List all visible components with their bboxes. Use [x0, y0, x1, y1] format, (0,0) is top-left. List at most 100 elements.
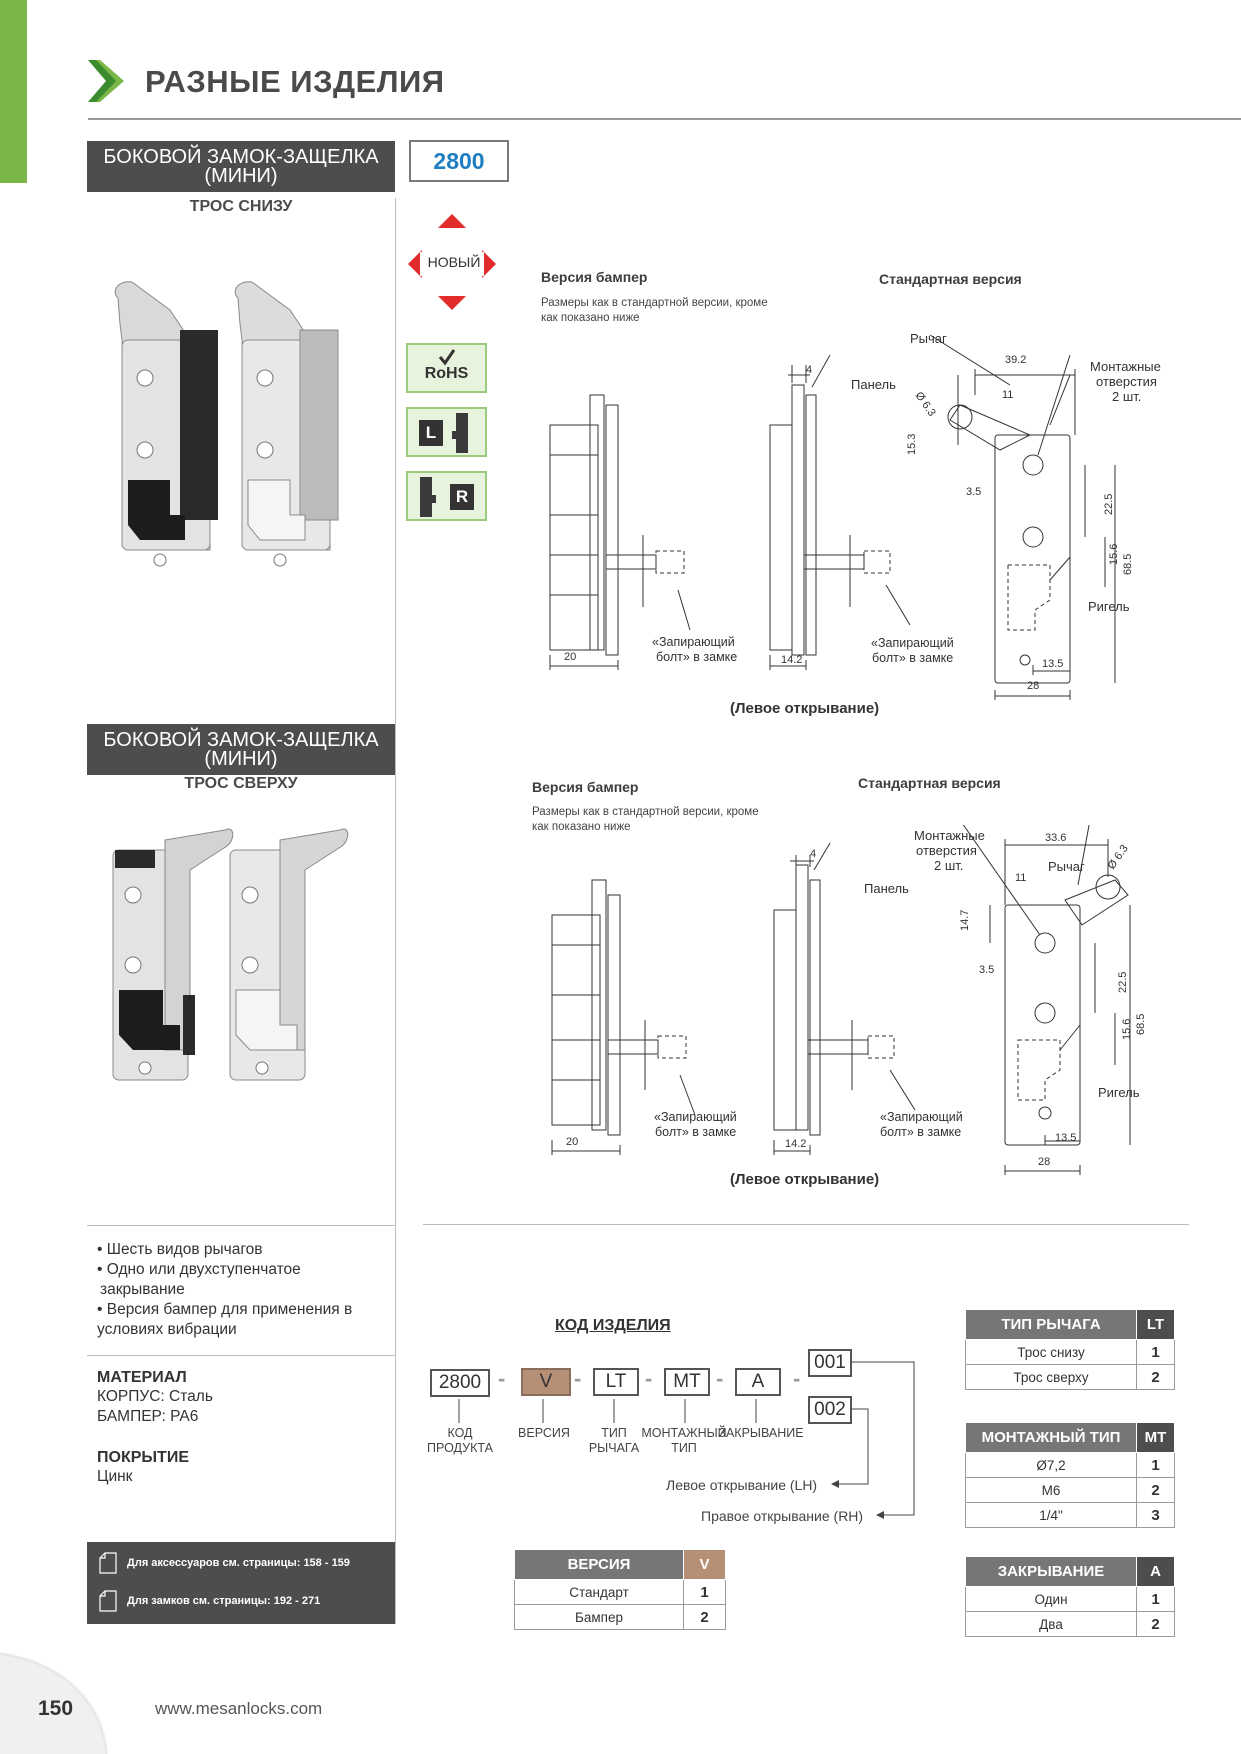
- version-table-code: V: [683, 1549, 726, 1580]
- table-cell: Ø7,2: [965, 1452, 1137, 1478]
- d1-dim-28: 28: [1027, 680, 1039, 692]
- d1-dim-39-2: 39.2: [1005, 354, 1026, 366]
- table-row: Трос сверху 2: [965, 1364, 1175, 1390]
- closing-table: ЗАКРЫВАНИЕ A Один 1 Два 2: [965, 1556, 1175, 1637]
- d1-bolt2-line1: «Запирающий: [871, 636, 954, 650]
- table-cell: M6: [965, 1477, 1137, 1503]
- table-cell: 3: [1136, 1502, 1175, 1528]
- product-1-title: БОКОВОЙ ЗАМОК-ЗАЩЕЛКА (МИНИ): [87, 141, 395, 192]
- d2-dim-3-5: 3.5: [979, 964, 994, 976]
- material-bumper: БАМПЕР: PA6: [97, 1408, 199, 1425]
- table-cell: Бампер: [514, 1604, 684, 1630]
- table-cell: Трос сверху: [965, 1364, 1137, 1390]
- version-table-head: ВЕРСИЯ: [514, 1549, 684, 1580]
- left-hand-badge: L: [406, 407, 487, 457]
- table-cell: 1: [1136, 1586, 1175, 1612]
- code-label-version: ВЕРСИЯ: [518, 1426, 570, 1440]
- d1-dim-68-5: 68.5: [1122, 554, 1134, 575]
- left-opening-label: Левое открывание (LH): [666, 1477, 818, 1493]
- code-label-closing: ЗАКРЫВАНИЕ: [718, 1426, 804, 1440]
- page-icon: [99, 1552, 117, 1574]
- d1-mount-line2: отверстия: [1096, 374, 1157, 389]
- d1-lever: Рычаг: [910, 331, 947, 346]
- drawing1-technical: 20 14.2 4 Панель «Запирающий болт» в зам…: [549, 331, 1161, 700]
- code-lever-cell: LT: [593, 1368, 639, 1396]
- code-dash: -: [793, 1366, 801, 1391]
- version-table: ВЕРСИЯ V Стандарт 1 Бампер 2: [514, 1549, 726, 1630]
- footer-url[interactable]: www.mesanlocks.com: [155, 1699, 323, 1718]
- table-cell: Два: [965, 1611, 1137, 1637]
- order-code-connectors: [458, 1361, 915, 1519]
- product-1-photo: [114, 281, 339, 567]
- page-corner-curve: [0, 1652, 108, 1754]
- arrow-left-icon: [831, 1480, 839, 1488]
- table-row: Стандарт 1: [514, 1579, 726, 1605]
- d2-bolt2-line1: «Запирающий: [880, 1110, 963, 1124]
- d1-bolt-line1: «Запирающий: [652, 635, 735, 649]
- product-2-subtitle: ТРОС СВЕРХУ: [184, 775, 298, 792]
- code-label-product: КОД ПРОДУКТА: [420, 1426, 500, 1456]
- page-number: 150: [38, 1697, 74, 1720]
- coating-value: Цинк: [97, 1468, 133, 1485]
- code-version-cell: V: [521, 1368, 571, 1396]
- lever-table: ТИП РЫЧАГА LT Трос снизу 1 Трос сверху 2: [965, 1309, 1175, 1390]
- closing-table-code: A: [1136, 1556, 1175, 1587]
- d1-dim-20: 20: [564, 651, 576, 663]
- drawing2-note-line2: как показано ниже: [532, 821, 631, 833]
- d2-dim-22-5: 22.5: [1117, 972, 1129, 993]
- d2-dim-28: 28: [1038, 1156, 1050, 1168]
- drawing1-standard-title: Стандартная версия: [879, 271, 1022, 287]
- table-row: Один 1: [965, 1586, 1175, 1612]
- code-rh-cell: 002: [808, 1396, 852, 1424]
- accent-bar: [0, 0, 27, 183]
- d2-dim-68-5: 68.5: [1135, 1014, 1147, 1035]
- d2-mount-line1: Монтажные: [914, 828, 985, 843]
- table-cell: 2: [683, 1604, 726, 1630]
- table-cell: 2: [1136, 1477, 1175, 1503]
- rohs-label: RoHS: [424, 365, 469, 382]
- drawing2-bumper-title: Версия бампер: [532, 779, 639, 795]
- product-2-photo: [112, 828, 349, 1081]
- right-hand-badge: R: [406, 471, 487, 521]
- chevron-icon: [88, 60, 124, 102]
- table-row: 1/4" 3: [965, 1502, 1175, 1528]
- table-cell: 2: [1136, 1364, 1175, 1390]
- d1-dim-15-6: 15.6: [1108, 544, 1120, 565]
- feature-item: • Версия бампер для применения в: [97, 1301, 353, 1318]
- d1-dim-d6-3: Ø 6.3: [913, 390, 938, 419]
- locks-text: Для замков см. страницы: 192 - 271: [127, 1595, 321, 1607]
- features-divider: [87, 1225, 395, 1226]
- d2-rigel: Ригель: [1098, 1085, 1140, 1100]
- d2-bolt-line2: болт» в замке: [655, 1125, 736, 1139]
- product-code-box: 2800: [409, 140, 509, 182]
- left-hand-label: L: [419, 420, 443, 446]
- product-1-title-line1: БОКОВОЙ ЗАМОК-ЗАЩЕЛКА: [103, 146, 379, 168]
- order-divider: [423, 1224, 1189, 1225]
- code-product-cell: 2800: [430, 1369, 490, 1397]
- code-label-lever: ТИП РЫЧАГА: [574, 1426, 654, 1456]
- d1-bolt2-line2: болт» в замке: [872, 651, 953, 665]
- locks-link[interactable]: Для замков см. страницы: 192 - 271: [99, 1590, 320, 1612]
- code-label-product-line1: КОД: [447, 1426, 473, 1440]
- feature-item: • Одно или двухступенчатое: [97, 1261, 301, 1278]
- d1-dim-15-3: 15.3: [906, 434, 918, 455]
- code-label-mount: МОНТАЖНЫЙ ТИП: [636, 1426, 732, 1456]
- d2-dim-13-5: 13.5: [1055, 1132, 1076, 1144]
- d2-dim-4: 4: [810, 848, 816, 860]
- d1-dim-11: 11: [1002, 389, 1013, 401]
- material-divider: [87, 1355, 395, 1356]
- d2-mount-line3: 2 шт.: [934, 858, 963, 873]
- page-icon: [99, 1590, 117, 1612]
- feature-item: условиях вибрации: [97, 1321, 237, 1338]
- table-cell: 1/4": [965, 1502, 1137, 1528]
- product-1-title-line2: (МИНИ): [204, 165, 278, 187]
- drawing2-bumper-note: Размеры как в стандартной версии, кроме …: [532, 805, 759, 835]
- right-opening-label: Правое открывание (RH): [701, 1508, 864, 1524]
- table-row: Два 2: [965, 1611, 1175, 1637]
- accessories-link[interactable]: Для аксессуаров см. страницы: 158 - 159: [99, 1552, 350, 1574]
- d2-panel: Панель: [864, 881, 909, 896]
- title-divider: [88, 118, 1241, 120]
- product-2-title-line1: БОКОВОЙ ЗАМОК-ЗАЩЕЛКА: [103, 729, 379, 751]
- table-cell: Трос снизу: [965, 1339, 1137, 1365]
- feature-item: закрывание: [100, 1281, 185, 1298]
